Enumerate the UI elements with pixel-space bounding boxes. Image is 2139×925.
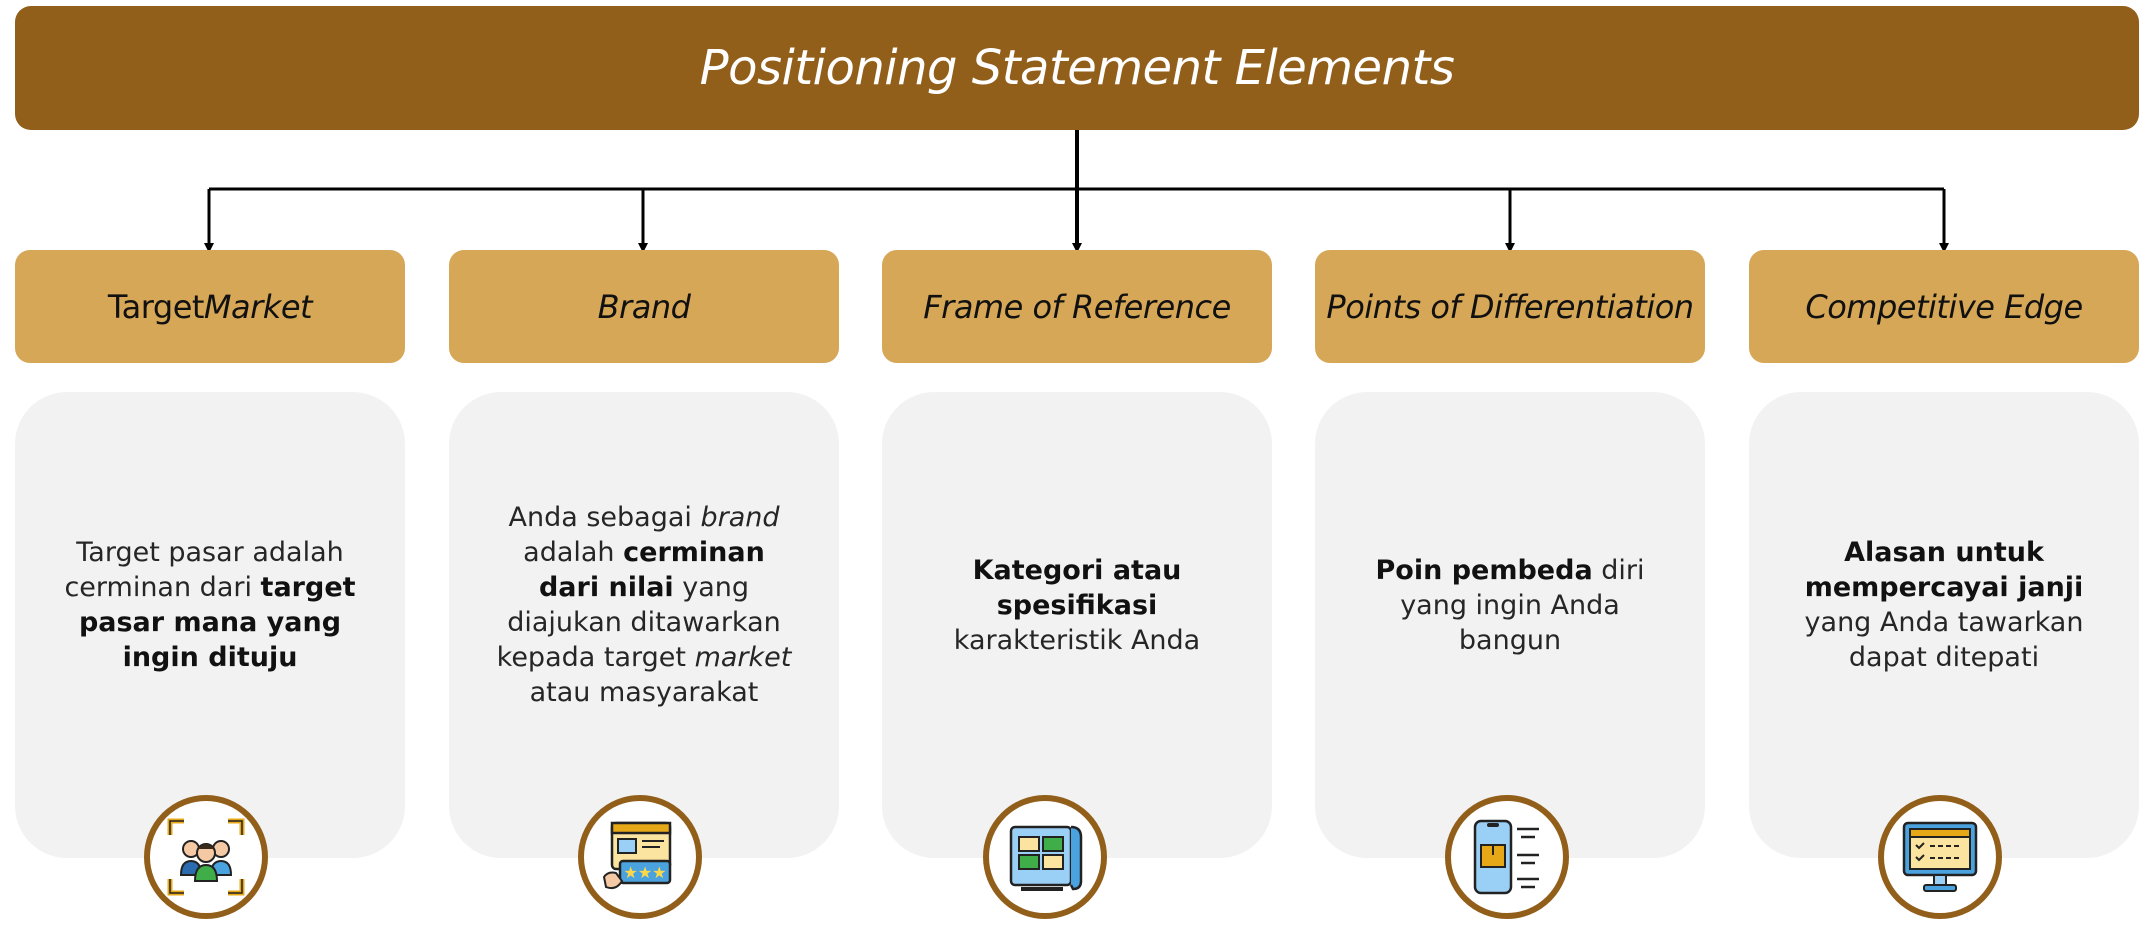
text-run-bold: Alasan untuk mempercayai janji (1804, 537, 2084, 603)
description-text: Kategori atau spesifikasi karakteristik … (922, 553, 1232, 658)
header-text-italic: Brand (597, 287, 691, 326)
svg-text:★★★: ★★★ (623, 863, 666, 882)
mobile-product-icon (1445, 795, 1569, 919)
card-points-of-differentiation: Poin pembeda diri yang ingin Anda bangun (1315, 392, 1705, 858)
card-frame-of-reference: Kategori atau spesifikasi karakteristik … (882, 392, 1272, 858)
text-run: diri yang ingin Anda bangun (1400, 554, 1645, 656)
header-text-italic: Frame of Reference (923, 287, 1231, 326)
text-run: yang diajukan ditawarkan kepada target (496, 572, 781, 673)
description-text: Anda sebagai brand adalah cerminan dari … (489, 500, 799, 710)
header-competitive-edge: Competitive Edge (1749, 250, 2139, 363)
text-run: karakteristik Anda (953, 624, 1201, 656)
text-run: adalah (523, 537, 624, 568)
text-run-italic: brand (700, 502, 780, 533)
header-text: Target (107, 287, 205, 326)
text-run: Target pasar adalah cerminan dari (64, 537, 344, 603)
description-text: Target pasar adalah cerminan dari target… (55, 535, 365, 675)
text-run: yang Anda tawarkan dapat ditepati (1804, 607, 2084, 673)
description-text: Alasan untuk mempercayai janji yang Anda… (1789, 535, 2099, 675)
header-points-of-differentiation: Points of Differentiation (1315, 250, 1705, 363)
header-target-market: Target Market (15, 250, 405, 363)
text-run-italic: market (694, 642, 792, 673)
header-text-italic: Competitive Edge (1805, 287, 2083, 326)
text-run: atau masyarakat (529, 677, 759, 708)
brand-review-icon: ★★★ (578, 795, 702, 919)
text-run-bold: cerminan dari nilai (538, 537, 765, 603)
target-audience-icon (144, 795, 268, 919)
card-brand: Anda sebagai brand adalah cerminan dari … (449, 392, 839, 858)
text-run-bold: Poin pembeda (1375, 554, 1593, 586)
text-run-bold: Kategori atau spesifikasi (972, 554, 1182, 621)
card-target-market: Target pasar adalah cerminan dari target… (15, 392, 405, 858)
blueprint-icon (983, 795, 1107, 919)
header-text-italic: Market (203, 287, 313, 326)
description-text: Poin pembeda diri yang ingin Anda bangun (1355, 553, 1665, 658)
header-frame-of-reference: Frame of Reference (882, 250, 1272, 363)
title-bar: Positioning Statement Elements (15, 6, 2139, 130)
text-run-bold: target pasar mana yang ingin dituju (78, 572, 356, 673)
header-text-italic: Points of Differentiation (1326, 287, 1694, 326)
card-competitive-edge: Alasan untuk mempercayai janji yang Anda… (1749, 392, 2139, 858)
text-run: Anda sebagai (508, 502, 701, 533)
header-brand: Brand (449, 250, 839, 363)
diagram-title: Positioning Statement Elements (699, 40, 1455, 96)
checklist-monitor-icon (1878, 795, 2002, 919)
